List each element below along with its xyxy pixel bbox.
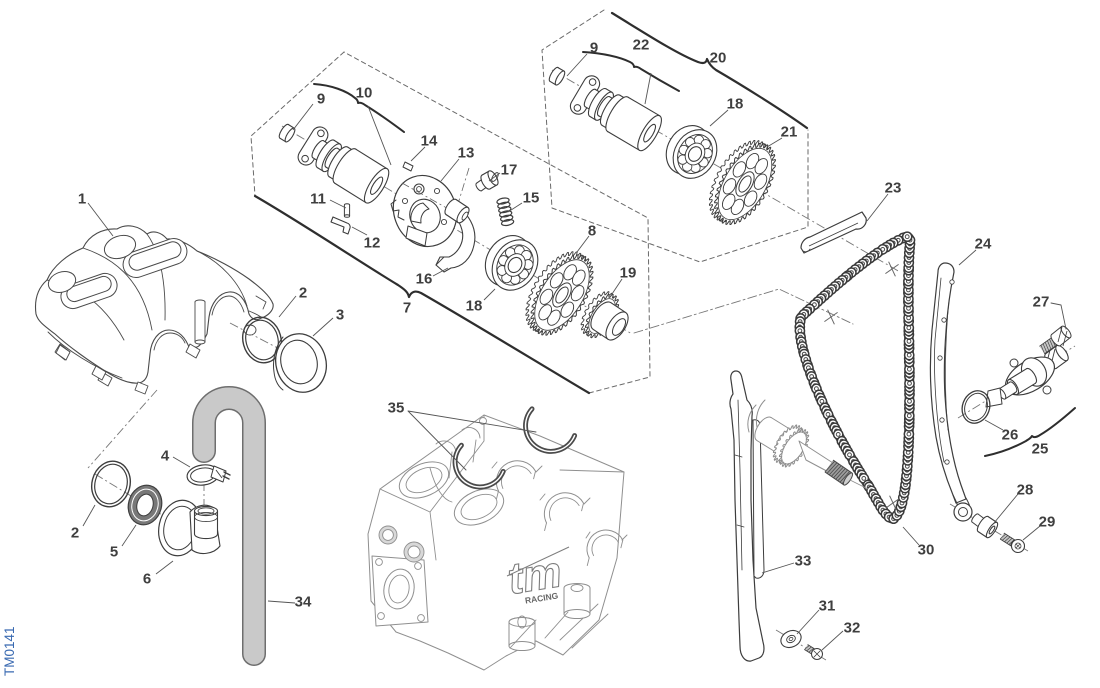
svg-text:24: 24: [975, 235, 992, 252]
svg-text:5: 5: [110, 543, 118, 560]
svg-text:6: 6: [143, 570, 151, 587]
svg-text:2: 2: [71, 524, 79, 541]
svg-text:28: 28: [1017, 481, 1034, 498]
svg-text:7: 7: [403, 299, 411, 316]
svg-text:12: 12: [364, 234, 381, 251]
svg-text:4: 4: [161, 447, 170, 464]
svg-text:25: 25: [1032, 440, 1049, 457]
svg-text:14: 14: [421, 132, 438, 149]
svg-text:19: 19: [620, 264, 637, 281]
svg-text:16: 16: [416, 270, 433, 287]
svg-text:17: 17: [501, 161, 518, 178]
svg-text:11: 11: [310, 190, 326, 207]
svg-text:18: 18: [727, 95, 744, 112]
svg-text:tm: tm: [504, 547, 565, 604]
svg-text:8: 8: [588, 222, 596, 239]
svg-text:9: 9: [317, 90, 325, 107]
svg-text:3: 3: [336, 306, 344, 323]
svg-text:31: 31: [819, 597, 836, 614]
svg-text:13: 13: [458, 144, 475, 161]
svg-text:33: 33: [795, 552, 812, 569]
svg-text:TM0141: TM0141: [2, 626, 17, 676]
svg-text:26: 26: [1002, 426, 1019, 443]
svg-text:23: 23: [885, 179, 902, 196]
svg-text:34: 34: [295, 593, 312, 610]
svg-text:15: 15: [523, 189, 540, 206]
svg-text:32: 32: [844, 619, 861, 636]
svg-text:10: 10: [356, 84, 373, 101]
svg-text:1: 1: [78, 190, 86, 207]
svg-text:2: 2: [299, 284, 307, 301]
svg-text:22: 22: [633, 36, 650, 53]
svg-text:21: 21: [781, 123, 798, 140]
svg-text:30: 30: [918, 541, 935, 558]
svg-text:35: 35: [388, 399, 405, 416]
svg-text:27: 27: [1033, 293, 1050, 310]
svg-text:29: 29: [1039, 513, 1056, 530]
svg-text:18: 18: [466, 297, 483, 314]
svg-text:20: 20: [710, 49, 727, 66]
svg-text:9: 9: [590, 39, 598, 56]
